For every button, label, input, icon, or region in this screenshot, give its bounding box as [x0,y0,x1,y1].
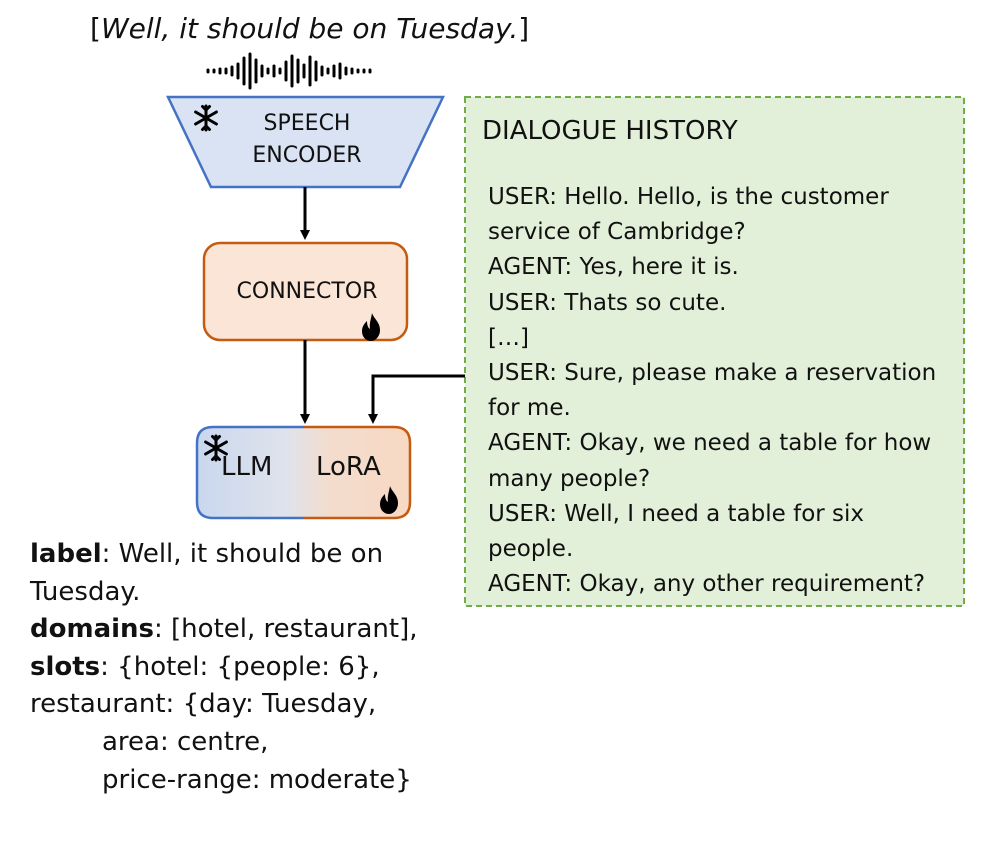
output-label-key: label [30,539,102,569]
waveform-icon [206,52,372,90]
llm-label: LLM [221,452,273,482]
caption-open-bracket: [ [90,12,101,45]
history-line: USER: Well, I need a table for six [488,500,865,527]
output-label-cont: Tuesday. [30,576,141,607]
history-line: AGENT: Yes, here it is. [488,254,739,281]
flame-icon [362,313,380,341]
connector-label: CONNECTOR [236,279,378,304]
speech-encoder-block [166,95,445,189]
history-line: many people? [488,465,651,492]
output-slots-value: : {hotel: {people: 6}, [100,651,380,682]
speech-encoder-label-line2: ENCODER [252,143,362,168]
dialogue-history-lines: USER: Hello. Hello, is the customer serv… [488,180,958,602]
output-label-value: : Well, it should be on [101,539,384,569]
output-domains-value: : [hotel, restaurant], [154,614,418,645]
history-line: for me. [488,395,571,422]
snowflake-icon [194,104,218,132]
lora-label: LoRA [316,452,381,482]
output-slots-key: slots [30,651,101,682]
history-line: USER: Sure, please make a reservation [488,360,937,387]
history-line: service of Cambridge? [488,219,746,246]
lora-block-border [304,425,412,520]
dialogue-history-box [464,96,965,607]
snowflake-icon [204,434,228,462]
history-line: people. [488,536,574,563]
history-line: AGENT: Okay, any other requirement? [488,571,926,598]
output-domains-key: domains [30,614,155,645]
output-label-line: label: Well, it should be on [30,536,417,574]
speech-encoder-label-line1: SPEECH [263,111,351,136]
history-line: AGENT: Okay, we need a table for how [488,430,932,457]
history-line: USER: Thats so cute. [488,289,727,316]
dialogue-history-title: DIALOGUE HISTORY [482,116,738,146]
speech-encoder-label: SPEECH ENCODER [205,108,409,172]
output-slots-line3: area: centre, [102,726,269,757]
input-caption: [Well, it should be on Tuesday.] [90,12,529,45]
output-slots-line4: price-range: moderate} [102,764,412,795]
model-output: label: Well, it should be on Tuesday. do… [30,536,417,799]
history-line: USER: Hello. Hello, is the customer [488,184,889,210]
caption-text: Well, it should be on Tuesday. [100,12,519,45]
output-domains-line: domains: [hotel, restaurant], [30,611,417,649]
llm-block-border [195,425,304,520]
output-slots-line2: restaurant: {day: Tuesday, [30,689,377,720]
caption-close-bracket: ] [518,12,530,45]
output-slots-line: slots: {hotel: {people: 6}, [30,649,417,687]
history-line: […] [488,324,529,351]
arrow-history-to-lora [368,374,465,424]
flame-icon [380,486,398,514]
llm-lora-block [197,427,410,518]
